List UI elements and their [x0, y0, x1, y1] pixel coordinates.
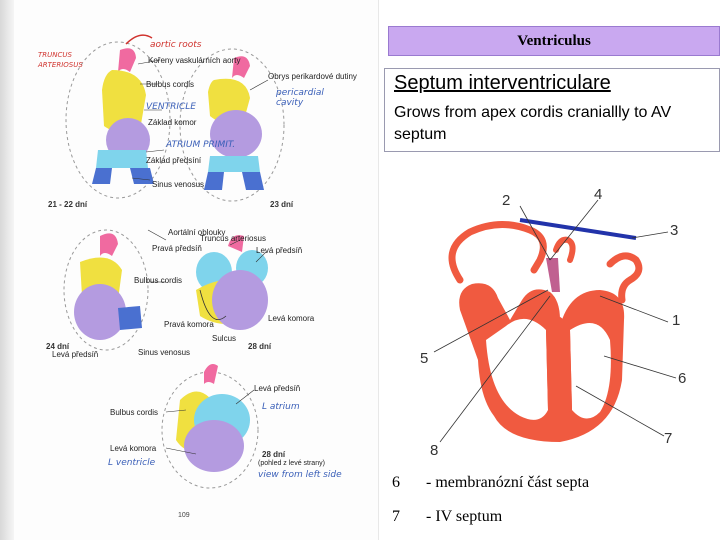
- handwritten-ventricle: VENTRICLE: [146, 102, 196, 112]
- handwritten-pericardial: pericardial cavity: [276, 88, 324, 108]
- legend-text-7: - IV septum: [426, 508, 502, 526]
- handwritten-atrium: ATRIUM PRIMIT.: [166, 140, 235, 150]
- iv-septum: [546, 316, 572, 414]
- handwritten-aortic-roots: aortic roots: [150, 40, 202, 50]
- embryo-heart-stage-5: [162, 364, 258, 488]
- textbook-page: aortic roots TRUNCUS ARTERIOSUS VENTRICL…: [0, 0, 379, 540]
- label-sinus-2: Sinus venosus: [138, 348, 190, 357]
- handwritten-truncus: TRUNCUS ARTERIOSUS: [38, 50, 83, 70]
- label-bulbus-3: Bulbus cordis: [110, 408, 158, 417]
- heart-label-1: 1: [672, 312, 680, 329]
- label-zaklad-komor: Základ komor: [148, 118, 196, 127]
- stage-label-5: 28 dní: [262, 450, 285, 459]
- label-leva-komora: Levá komora: [268, 314, 314, 323]
- label-obrys: Obrys perikardové dutiny: [268, 72, 358, 81]
- label-sulcus: Sulcus: [212, 334, 236, 343]
- label-leva-predsin-1: Levá předsíň: [256, 246, 302, 255]
- label-sinus-1: Sinus venosus: [152, 180, 204, 189]
- heart-septum-diagram: [400, 180, 700, 460]
- handwritten-lventricle: L ventricle: [108, 458, 155, 468]
- label-prava-komora: Pravá komora: [164, 320, 214, 329]
- heart-label-4: 4: [594, 186, 602, 203]
- membranous-septum: [546, 258, 560, 292]
- left-atrium-wall: [610, 256, 639, 300]
- label-leva-predsin-2: Levá předsíň: [52, 350, 98, 359]
- label-leva-predsin-3: Levá předsíň: [254, 384, 300, 393]
- embryo-heart-stage-3: [64, 230, 148, 350]
- right-atrium-wall: [452, 224, 543, 280]
- legend-text-6: - membranózní část septa: [426, 474, 589, 492]
- legend-number-7: 7: [392, 508, 400, 526]
- heart-label-5: 5: [420, 350, 428, 367]
- legend-number-6: 6: [392, 474, 400, 492]
- label-kofeny: Kořeny vaskulárních aorty: [148, 56, 241, 65]
- handwritten-latrium: L atrium: [262, 402, 300, 412]
- info-text: Grows from apex cordis craniallly to AV …: [394, 102, 714, 146]
- heart-label-7: 7: [664, 430, 672, 447]
- heart-label-3: 3: [670, 222, 678, 239]
- heart-label-6: 6: [678, 370, 686, 387]
- stage-label-3: 24 dní: [46, 342, 69, 351]
- label-truncus: Truncus arteriosus: [200, 234, 266, 243]
- stage-label-4: 28 dní: [248, 342, 271, 351]
- label-pohled: (pohled z levé strany): [258, 460, 325, 467]
- page-number: 109: [178, 512, 190, 519]
- label-bulbus-2: Bulbus cordis: [134, 276, 182, 285]
- stage-label-2: 23 dní: [270, 200, 293, 209]
- heart-label-8: 8: [430, 442, 438, 459]
- info-heading: Septum interventriculare: [394, 72, 611, 95]
- slide-title: Ventriculus: [388, 26, 720, 56]
- heart-label-2: 2: [502, 192, 510, 209]
- stage-label-1: 21 - 22 dní: [48, 200, 87, 209]
- label-prava-predsin: Pravá předsíň: [152, 244, 202, 253]
- label-leva-komora-2: Levá komora: [110, 444, 156, 453]
- label-bulbus-1: Bulbus cordis: [146, 80, 194, 89]
- label-zaklad-predsini: Základ předsíní: [146, 156, 201, 165]
- handwritten-view-note: view from left side: [258, 470, 342, 480]
